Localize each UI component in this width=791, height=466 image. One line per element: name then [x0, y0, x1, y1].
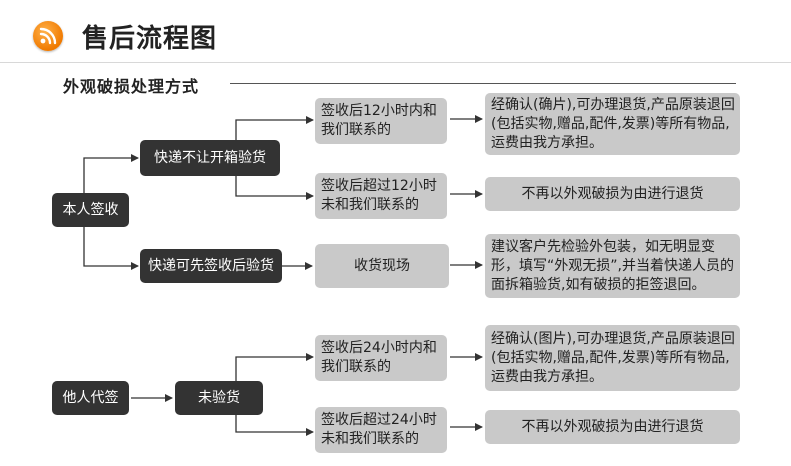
result-suggest-inspect: 建议客户先检验外包装，如无明显变形，填写“外观无损”,并当着快递人员的面拆箱验货…	[485, 234, 740, 298]
result-no-return-1: 不再以外观破损为由进行退货	[485, 177, 740, 211]
other-sign-node: 他人代签	[52, 381, 129, 415]
result-confirm-return-2: 经确认(图片),可办理退货,产品原装退回(包括实物,赠品,配件,发票)等所有物品…	[485, 325, 740, 391]
result-no-return-2: 不再以外观破损为由进行退货	[485, 410, 740, 444]
header: 售后流程图	[0, 0, 791, 60]
page-title: 售后流程图	[82, 24, 218, 54]
courier-sign-first-node: 快递可先签收后验货	[140, 249, 282, 283]
courier-no-open-node: 快递不让开箱验货	[140, 140, 280, 176]
section-divider	[230, 83, 736, 84]
over-12h-node: 签收后超过12小时未和我们联系的	[315, 173, 447, 219]
within-24h-node: 签收后24小时内和我们联系的	[315, 335, 447, 381]
rss-icon	[33, 21, 63, 51]
result-confirm-return-1: 经确认(确片),可办理退货,产品原装退回(包括实物,赠品,配件,发票)等所有物品…	[485, 93, 740, 155]
over-24h-node: 签收后超过24小时未和我们联系的	[315, 407, 447, 453]
not-inspected-node: 未验货	[175, 381, 263, 415]
self-sign-node: 本人签收	[52, 193, 129, 227]
receive-site-node: 收货现场	[315, 244, 449, 288]
section-title: 外观破损处理方式	[63, 73, 206, 97]
within-12h-node: 签收后12小时内和我们联系的	[315, 98, 447, 144]
header-divider	[0, 62, 791, 63]
